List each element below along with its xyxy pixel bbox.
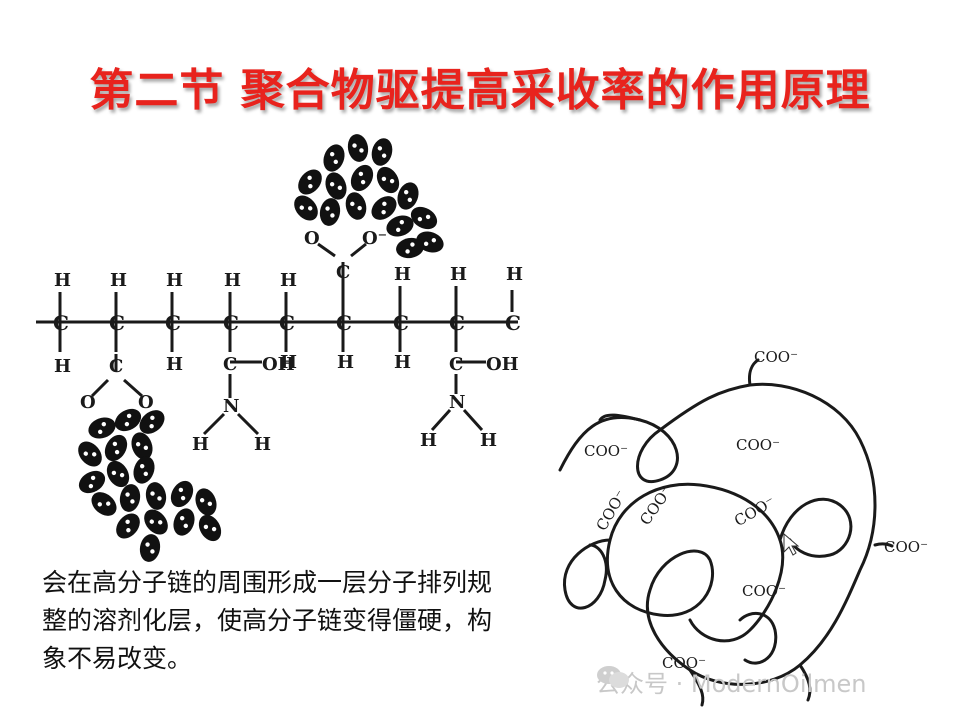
wechat-icon xyxy=(597,666,629,688)
atom-hydroxyl: OH xyxy=(486,354,519,375)
atom-hydrogen: H xyxy=(394,264,411,285)
atom-carbon: C xyxy=(336,262,350,283)
atom-hydrogen: H xyxy=(337,352,354,373)
atom-carbon: C xyxy=(449,354,463,375)
atom-carbon: C xyxy=(505,311,521,335)
atom-hydrogen: H xyxy=(166,354,183,375)
solvation-cluster-bottom xyxy=(73,404,226,564)
atom-oxygen: O xyxy=(304,228,320,249)
slide-title: 第二节 聚合物驱提高采收率的作用原理 xyxy=(89,65,871,116)
atom-nitrogen: N xyxy=(223,396,239,417)
atom-hydrogen: H xyxy=(480,430,497,451)
mouse-cursor-icon xyxy=(783,532,800,556)
atom-hydrogen: H xyxy=(450,264,467,285)
chain-atom-labels: C C C C C C C C C H H H H H H H H H H H … xyxy=(53,228,523,455)
atom-hydrogen: H xyxy=(506,264,523,285)
atom-hydrogen: H xyxy=(254,434,271,455)
watermark: 公众号 · ModernOilmen xyxy=(596,664,867,699)
polymer-chain-structure xyxy=(36,242,518,436)
coo-group-label: COO⁻ xyxy=(884,538,928,556)
atom-hydrogen: H xyxy=(394,352,411,373)
coo-group-label: COO⁻ xyxy=(754,348,798,366)
atom-hydroxyl: OH xyxy=(262,354,295,375)
atom-hydrogen: H xyxy=(166,270,183,291)
atom-oxygen: O xyxy=(138,392,154,413)
atom-hydrogen: H xyxy=(110,270,127,291)
atom-oxygen: O xyxy=(80,392,96,413)
atom-carbon: C xyxy=(279,311,295,335)
coo-group-label: COO⁻ xyxy=(742,582,786,600)
atom-carbon: C xyxy=(393,311,409,335)
coo-group-label: COO⁻ xyxy=(584,442,628,460)
atom-carbon: C xyxy=(449,311,465,335)
atom-hydrogen: H xyxy=(280,270,297,291)
atom-carbon: C xyxy=(109,356,123,377)
atom-hydrogen: H xyxy=(54,270,71,291)
watermark-text: 公众号 · ModernOilmen xyxy=(596,670,867,698)
atom-hydrogen: H xyxy=(280,352,297,373)
atom-carbon: C xyxy=(109,311,125,335)
coo-group-label: COO⁻ xyxy=(736,436,780,454)
atom-nitrogen: N xyxy=(449,392,465,413)
atom-hydrogen: H xyxy=(192,434,209,455)
atom-carbon: C xyxy=(223,311,239,335)
caption-text: 会在高分子链的周围形成一层分子排列规整的溶剂化层，使高分子链变得僵硬，构象不易改… xyxy=(42,568,493,673)
atom-carbon: C xyxy=(223,354,237,375)
atom-carbon: C xyxy=(53,311,69,335)
atom-hydrogen: H xyxy=(54,356,71,377)
coo-group-label: COO⁻ xyxy=(636,482,676,528)
coo-group-label: COO⁻ xyxy=(662,654,706,672)
atom-carbon: C xyxy=(165,311,181,335)
polymer-coil xyxy=(558,358,894,707)
atom-hydrogen: H xyxy=(224,270,241,291)
atom-o-minus: O⁻ xyxy=(362,228,387,249)
atom-hydrogen: H xyxy=(420,430,437,451)
atom-carbon: C xyxy=(336,311,352,335)
